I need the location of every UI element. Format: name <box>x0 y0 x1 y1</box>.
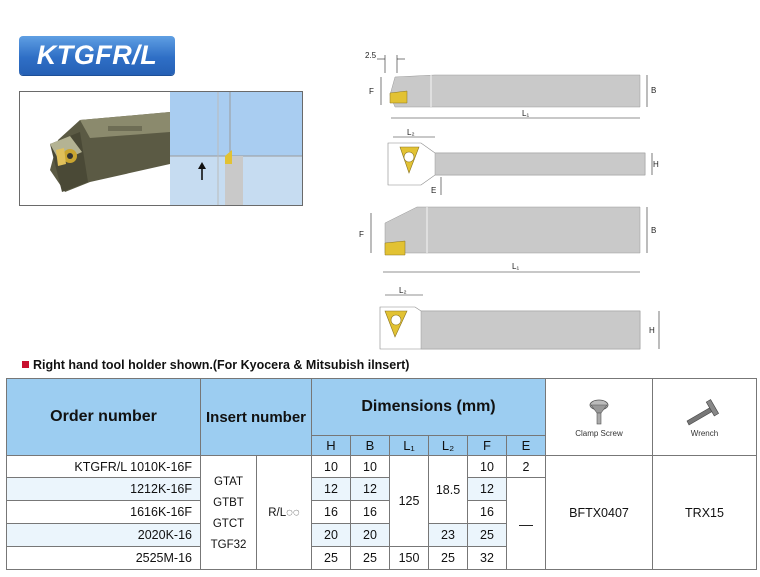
table-row: 1212K-16F 12 12 12 — <box>6 477 757 570</box>
d4-label-h: H <box>649 326 655 335</box>
wrench-value: TRX15 <box>652 455 757 570</box>
col-insert-number: Insert number <box>200 378 312 456</box>
b-cell: 25 <box>350 546 390 570</box>
col-dimensions: Dimensions (mm) <box>311 378 546 436</box>
e-cell: — <box>506 477 546 570</box>
d2-label-l2: L₂ <box>407 128 415 137</box>
logo-text: KTGFR/L <box>36 40 158 70</box>
col-clamp-screw: Clamp Screw <box>545 378 653 456</box>
order-number-cell: 2525M-16 <box>6 546 201 570</box>
col-l1: L₁ <box>389 435 429 456</box>
d3-label-l1: L₁ <box>512 262 519 271</box>
clamp-screw-label: Clamp Screw <box>575 428 623 438</box>
wrench-icon <box>686 398 719 425</box>
dimension-drawings: 2.5 F B L₁ L₂ H E <box>359 51 660 350</box>
tool-photo <box>19 91 303 206</box>
brand-logo: KTGFR/L <box>19 36 175 75</box>
d1-label-f: F <box>369 87 374 96</box>
spec-table: Order number Insert number Dimensions (m… <box>6 378 757 570</box>
order-number-cell: KTGFR/L 1010K-16F <box>6 455 201 478</box>
h-cell: 10 <box>311 455 351 478</box>
order-number-cell: 2020K-16 <box>6 523 201 547</box>
col-h: H <box>311 435 351 456</box>
col-e: E <box>506 435 546 456</box>
f-cell: 16 <box>467 500 507 524</box>
f-cell: 32 <box>467 546 507 570</box>
h-cell: 12 <box>311 477 351 501</box>
drawing-front-view-2: F B L₁ <box>359 206 656 273</box>
drawing-front-view-1: 2.5 F B L₁ <box>365 51 656 119</box>
table-row: 2020K-16 20 20 23 25 <box>6 523 757 547</box>
header-row-2: H B L₁ L₂ F E <box>7 435 757 456</box>
l2-cell: 25 <box>428 546 468 570</box>
h-cell: 20 <box>311 523 351 547</box>
d3-label-f: F <box>359 230 364 239</box>
order-number-cell: 1616K-16F <box>6 500 201 524</box>
h-cell: 16 <box>311 500 351 524</box>
b-cell: 16 <box>350 500 390 524</box>
wrench-label: Wrench <box>690 428 719 438</box>
d2-label-h: H <box>653 160 659 169</box>
d2-label-e: E <box>431 186 436 195</box>
f-cell: 12 <box>467 477 507 501</box>
col-l2: L₂ <box>428 435 468 456</box>
l1-cell: 125 <box>389 455 429 547</box>
col-f: F <box>467 435 507 456</box>
order-number-cell: 1212K-16F <box>6 477 201 501</box>
table-row: KTGFR/L 1010K-16F GTAT GTBT GTCT TGF32 R… <box>6 455 757 570</box>
clamp-screw-icon <box>589 399 609 424</box>
clamp-screw-value: BFTX0407 <box>545 455 653 570</box>
drawing-top-view-1: L₂ H E <box>387 128 659 195</box>
h-cell: 25 <box>311 546 351 570</box>
insert-type: GTAT <box>214 475 243 488</box>
b-cell: 10 <box>350 455 390 478</box>
d1-label-l1: L₁ <box>522 109 529 118</box>
insert-type: GTCT <box>212 517 245 530</box>
d4-label-l2: L₂ <box>399 286 407 295</box>
tool-photo-illustration <box>20 92 302 205</box>
note: Right hand tool holder shown.(For Kyocer… <box>22 358 409 372</box>
table-row: 2525M-16 25 25 150 25 32 <box>6 546 757 570</box>
insert-hand-cell: R/L◌◌ <box>256 455 312 570</box>
d1-dim-top: 2.5 <box>365 51 377 60</box>
note-text: Right hand tool holder shown.(For Kyocer… <box>33 358 410 372</box>
note-bullet <box>22 361 29 368</box>
b-cell: 20 <box>350 523 390 547</box>
insert-type: TGF32 <box>210 538 247 551</box>
l2-cell: 18.5 <box>428 455 468 524</box>
insert-type: GTBT <box>213 496 244 509</box>
drawing-top-view-2: L₂ H <box>379 286 660 350</box>
b-cell: 12 <box>350 477 390 501</box>
d1-label-b: B <box>651 86 656 95</box>
col-order-number: Order number <box>6 378 201 456</box>
insert-types-cell: GTAT GTBT GTCT TGF32 <box>200 455 257 570</box>
e-cell: 2 <box>506 455 546 478</box>
table-row: 1616K-16F 16 16 16 <box>6 500 757 524</box>
f-cell: 25 <box>467 523 507 547</box>
f-cell: 10 <box>467 455 507 478</box>
header-row-1: Order number Insert number Dimensions (m… <box>6 378 757 456</box>
d3-label-b: B <box>651 226 656 235</box>
col-wrench: Wrench <box>652 378 757 456</box>
l1-cell: 150 <box>389 546 429 570</box>
col-b: B <box>350 435 390 456</box>
l2-cell: 23 <box>428 523 468 547</box>
